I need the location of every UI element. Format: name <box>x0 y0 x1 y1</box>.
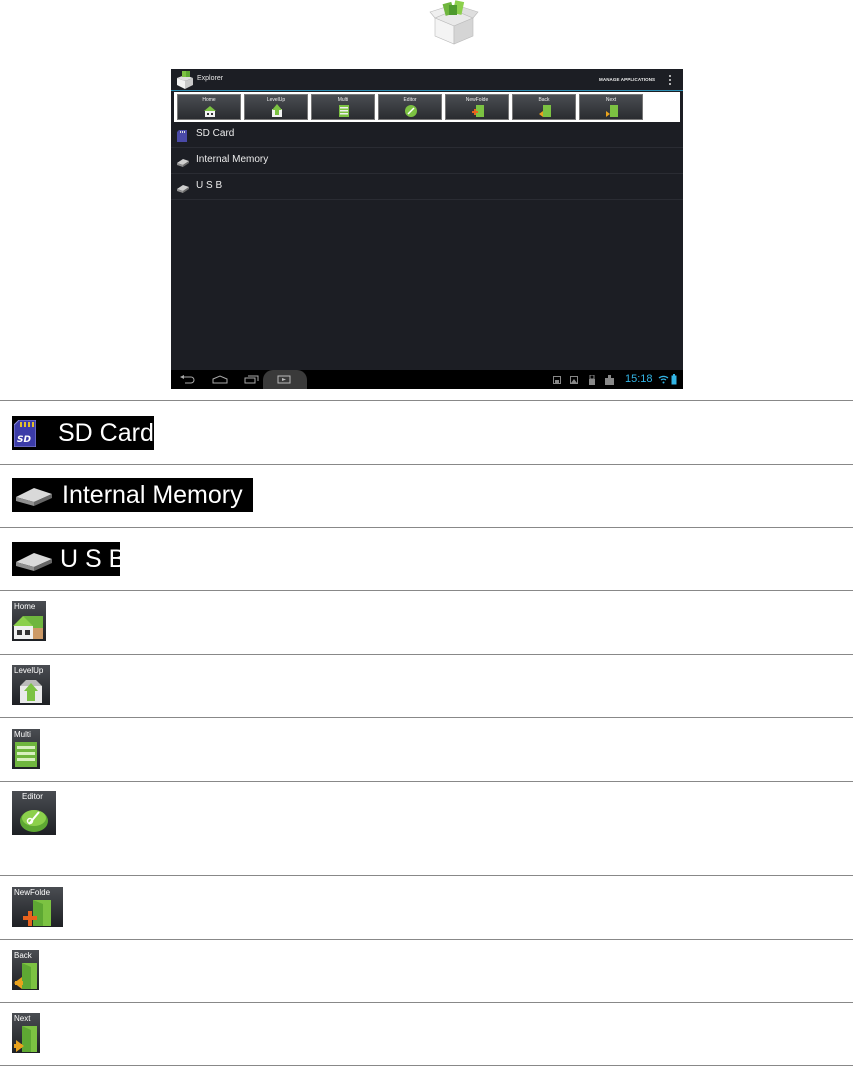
storage-label: SD Card <box>196 128 234 139</box>
table-divider <box>0 464 853 465</box>
legend-label: Next <box>14 1014 30 1023</box>
nav-home-icon[interactable] <box>212 375 228 384</box>
table-divider <box>0 939 853 940</box>
legend-label: SD Card <box>58 419 154 448</box>
nav-back-icon[interactable] <box>179 375 195 384</box>
legend-label: Editor <box>22 792 43 801</box>
wifi-icon <box>658 375 669 384</box>
table-divider <box>0 527 853 528</box>
next-icon <box>605 104 619 118</box>
action-bar: Explorer MANAGE APPLICATIONS <box>171 69 683 91</box>
legend-label: Multi <box>14 730 31 739</box>
svg-text:SD: SD <box>17 435 31 445</box>
back-legend: Back <box>12 950 39 990</box>
overflow-menu-icon[interactable] <box>668 74 672 86</box>
new-folder-legend: NewFolde <box>12 887 63 927</box>
new-folder-icon <box>471 104 485 118</box>
legend-label: LevelUp <box>14 666 43 675</box>
levelup-button-label: LevelUp <box>245 97 307 103</box>
usb-notification-icon[interactable] <box>589 375 595 385</box>
levelup-icon <box>18 678 44 704</box>
back-icon <box>538 104 552 118</box>
storage-label: Internal Memory <box>196 154 268 165</box>
levelup-legend: LevelUp <box>12 665 50 705</box>
home-button-label: Home <box>178 97 240 103</box>
drive-icon <box>177 156 189 168</box>
legend-label: NewFolde <box>14 888 50 897</box>
internal-memory-legend: Internal Memory <box>12 478 253 512</box>
multi-button-label: Multi <box>312 97 374 103</box>
editor-icon <box>19 805 49 833</box>
table-divider <box>0 781 853 782</box>
storage-row-internal-memory[interactable]: Internal Memory <box>171 149 683 174</box>
storage-notification-icon[interactable] <box>605 375 614 385</box>
table-divider <box>0 717 853 718</box>
home-icon <box>13 614 43 640</box>
image-notification-icon[interactable] <box>570 376 578 384</box>
legend-label: Internal Memory <box>62 481 243 510</box>
levelup-icon <box>270 104 284 118</box>
screenshot-icon[interactable] <box>277 375 291 384</box>
next-legend: Next <box>12 1013 40 1053</box>
system-nav-bar: 15:18 <box>171 370 683 389</box>
drive-icon <box>16 551 52 571</box>
table-divider <box>0 590 853 591</box>
back-button-label: Back <box>513 97 575 103</box>
editor-button[interactable]: Editor <box>378 94 442 120</box>
app-box-icon <box>429 0 479 46</box>
table-divider <box>0 875 853 876</box>
multi-icon <box>337 104 351 118</box>
new-folder-icon <box>23 899 53 927</box>
toolbar: Home LevelUp Multi Editor NewFolde <box>174 92 680 122</box>
storage-row-usb[interactable]: U S B <box>171 175 683 200</box>
table-divider <box>0 400 853 401</box>
next-button-label: Next <box>580 97 642 103</box>
new-folder-button-label: NewFolde <box>446 97 508 103</box>
table-divider <box>0 654 853 655</box>
usb-legend: U S B <box>12 542 120 576</box>
clock: 15:18 <box>625 373 653 385</box>
sd-card-icon <box>177 130 189 142</box>
multi-icon <box>14 741 38 768</box>
explorer-screen: Explorer MANAGE APPLICATIONS Home LevelU… <box>171 69 683 389</box>
app-box-icon[interactable] <box>175 70 195 90</box>
next-button[interactable]: Next <box>579 94 643 120</box>
app-title: Explorer <box>197 75 223 82</box>
back-button[interactable]: Back <box>512 94 576 120</box>
legend-label: Back <box>14 951 32 960</box>
editor-icon <box>404 104 418 118</box>
notification-icon[interactable] <box>553 376 561 384</box>
legend-label: Home <box>14 602 35 611</box>
drive-icon <box>16 486 52 506</box>
new-folder-button[interactable]: NewFolde <box>445 94 509 120</box>
table-divider <box>0 1065 853 1066</box>
storage-label: U S B <box>196 180 222 191</box>
drive-icon <box>177 182 189 194</box>
home-icon <box>203 104 217 118</box>
manage-applications-button[interactable]: MANAGE APPLICATIONS <box>599 77 655 82</box>
home-button[interactable]: Home <box>177 94 241 120</box>
table-divider <box>0 1002 853 1003</box>
editor-legend: Editor <box>12 791 56 835</box>
nav-recent-apps-icon[interactable] <box>244 375 260 384</box>
legend-label: U S B <box>60 545 125 574</box>
back-icon <box>14 962 38 990</box>
sd-card-legend: SD SD Card <box>12 416 154 450</box>
home-legend: Home <box>12 601 46 641</box>
storage-row-sd-card[interactable]: SD Card <box>171 123 683 148</box>
multi-button[interactable]: Multi <box>311 94 375 120</box>
levelup-button[interactable]: LevelUp <box>244 94 308 120</box>
editor-button-label: Editor <box>379 97 441 103</box>
multi-legend: Multi <box>12 729 40 769</box>
next-icon <box>14 1025 38 1053</box>
battery-icon <box>671 374 677 385</box>
sd-card-icon: SD <box>14 420 36 447</box>
